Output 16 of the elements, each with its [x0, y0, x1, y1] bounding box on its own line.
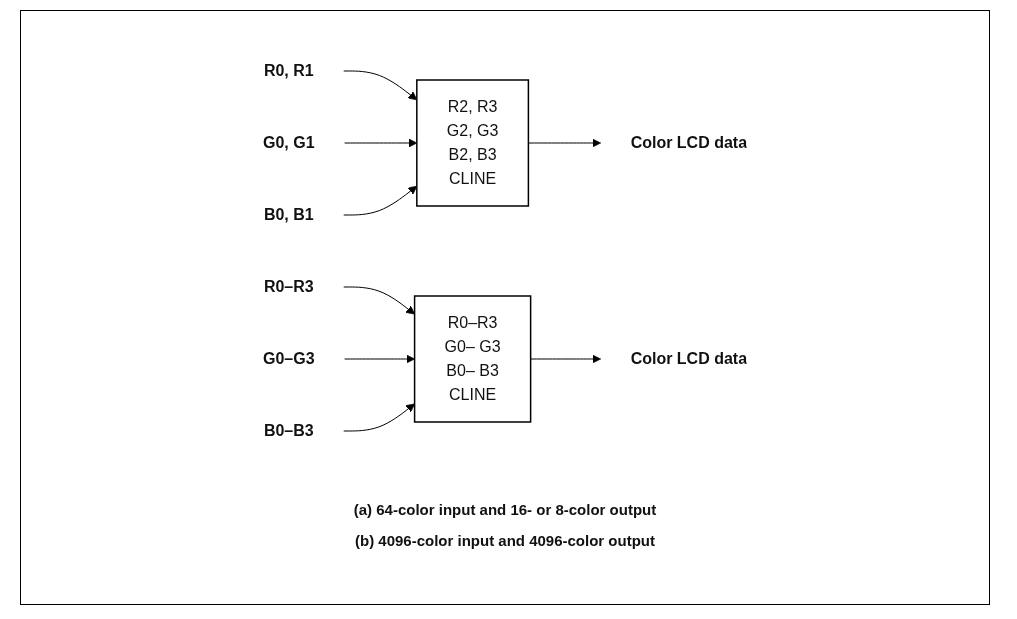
node-text: R0, R1 [263, 62, 314, 79]
node-text: Color LCD data [630, 134, 748, 151]
figure-caption: (a) 64-color input and 16- or 8-color output [353, 501, 657, 518]
arrow [343, 286, 415, 315]
node-text: G0–G3 [262, 350, 315, 367]
arrow [530, 354, 601, 364]
node-text: B0–B3 [263, 422, 314, 439]
arrow [344, 354, 415, 364]
node-text: G0, G1 [262, 134, 315, 151]
node-text: B0, B1 [263, 206, 314, 223]
figure-caption: (b) 4096-color input and 4096-color output [354, 532, 655, 549]
arrow [343, 403, 415, 432]
node-text: Color LCD data [630, 350, 748, 367]
node-box: R2, R3 G2, G3 B2, B3 CLINE [416, 79, 530, 207]
node-box: R0–R3 G0– G3 B0– B3 CLINE [413, 295, 532, 423]
node-text: R0–R3 [263, 278, 314, 295]
